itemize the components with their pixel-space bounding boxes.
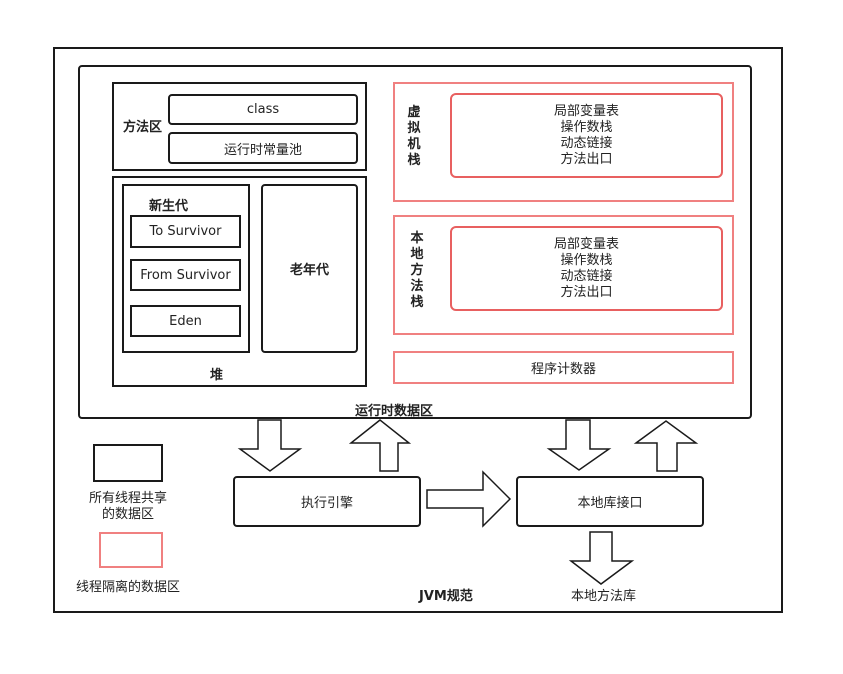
heap-label: 堆 bbox=[210, 368, 224, 383]
arrow-down-icon bbox=[237, 419, 303, 472]
native-library-label: 本地方法库 bbox=[571, 589, 637, 604]
vm-stack bbox=[393, 82, 734, 202]
to-survivor-label: To Survivor bbox=[149, 224, 222, 239]
arrow-down-icon bbox=[546, 419, 612, 471]
frame-item: 动态链接 bbox=[560, 269, 613, 284]
legend-shared-swatch bbox=[93, 444, 163, 482]
old-generation-label: 老年代 bbox=[289, 263, 329, 278]
from-survivor-label: From Survivor bbox=[140, 267, 231, 283]
native-stack-char: 地 bbox=[410, 247, 424, 262]
vm-stack-char: 虚 bbox=[407, 105, 421, 120]
program-counter: 程序计数器 bbox=[393, 351, 734, 384]
frame-item: 方法出口 bbox=[560, 285, 613, 300]
arrow-right-icon bbox=[426, 470, 512, 528]
native-stack-char: 栈 bbox=[410, 295, 424, 310]
to-survivor-box: To Survivor bbox=[130, 215, 241, 248]
eden-label: Eden bbox=[169, 313, 202, 329]
frame-item: 动态链接 bbox=[560, 136, 613, 151]
method-area bbox=[112, 82, 367, 171]
vm-stack-char: 拟 bbox=[407, 121, 421, 136]
native-stack-char: 方 bbox=[410, 263, 424, 278]
legend-isolated-label: 线程隔离的数据区 bbox=[76, 580, 181, 595]
runtime-constant-pool-label: 运行时常量池 bbox=[223, 142, 302, 158]
native-interface: 本地库接口 bbox=[516, 476, 704, 527]
native-method-stack-label: 本 地 方 法 栈 bbox=[409, 231, 425, 311]
legend-shared-label: 所有线程共享 的数据区 bbox=[68, 491, 188, 523]
program-counter-label: 程序计数器 bbox=[530, 362, 596, 377]
old-generation: 老年代 bbox=[261, 184, 358, 353]
class-box: class bbox=[168, 94, 358, 125]
runtime-data-area-label: 运行时数据区 bbox=[355, 404, 434, 419]
arrow-down-icon bbox=[568, 531, 635, 585]
eden-box: Eden bbox=[130, 305, 241, 337]
vm-stack-char: 机 bbox=[407, 137, 421, 152]
vm-stack-frame bbox=[450, 93, 723, 178]
from-survivor-box: From Survivor bbox=[130, 259, 241, 291]
vm-stack-char: 栈 bbox=[407, 153, 421, 168]
native-method-stack bbox=[393, 215, 734, 335]
vm-stack-frame-items: 局部变量表 操作数栈 动态链接 方法出口 bbox=[450, 104, 723, 168]
frame-item: 方法出口 bbox=[560, 152, 613, 167]
arrow-up-icon bbox=[348, 419, 412, 472]
native-stack-char: 法 bbox=[410, 279, 424, 294]
runtime-constant-pool-box: 运行时常量池 bbox=[168, 132, 358, 164]
native-stack-frame-items: 局部变量表 操作数栈 动态链接 方法出口 bbox=[450, 237, 723, 301]
method-area-label: 方法区 bbox=[123, 120, 163, 135]
heap bbox=[112, 176, 367, 387]
young-generation bbox=[122, 184, 250, 353]
execution-engine-label: 执行引擎 bbox=[300, 496, 353, 511]
arrow-up-icon bbox=[633, 420, 699, 472]
frame-item: 操作数栈 bbox=[560, 120, 613, 135]
jvm-spec-frame bbox=[53, 47, 783, 613]
jvm-spec-label: JVM规范 bbox=[419, 589, 473, 604]
legend-shared-line: 所有线程共享 bbox=[88, 491, 167, 506]
class-label: class bbox=[246, 102, 280, 117]
frame-item: 局部变量表 bbox=[553, 237, 619, 252]
vm-stack-label: 虚 拟 机 栈 bbox=[406, 105, 422, 169]
young-generation-label: 新生代 bbox=[149, 199, 189, 214]
runtime-data-area bbox=[78, 65, 752, 419]
legend-shared-line: 的数据区 bbox=[101, 507, 154, 522]
frame-item: 局部变量表 bbox=[553, 104, 619, 119]
native-interface-label: 本地库接口 bbox=[577, 496, 643, 511]
native-stack-frame bbox=[450, 226, 723, 311]
execution-engine: 执行引擎 bbox=[233, 476, 421, 527]
native-stack-char: 本 bbox=[410, 231, 424, 246]
frame-item: 操作数栈 bbox=[560, 253, 613, 268]
legend-isolated-swatch bbox=[99, 532, 163, 568]
